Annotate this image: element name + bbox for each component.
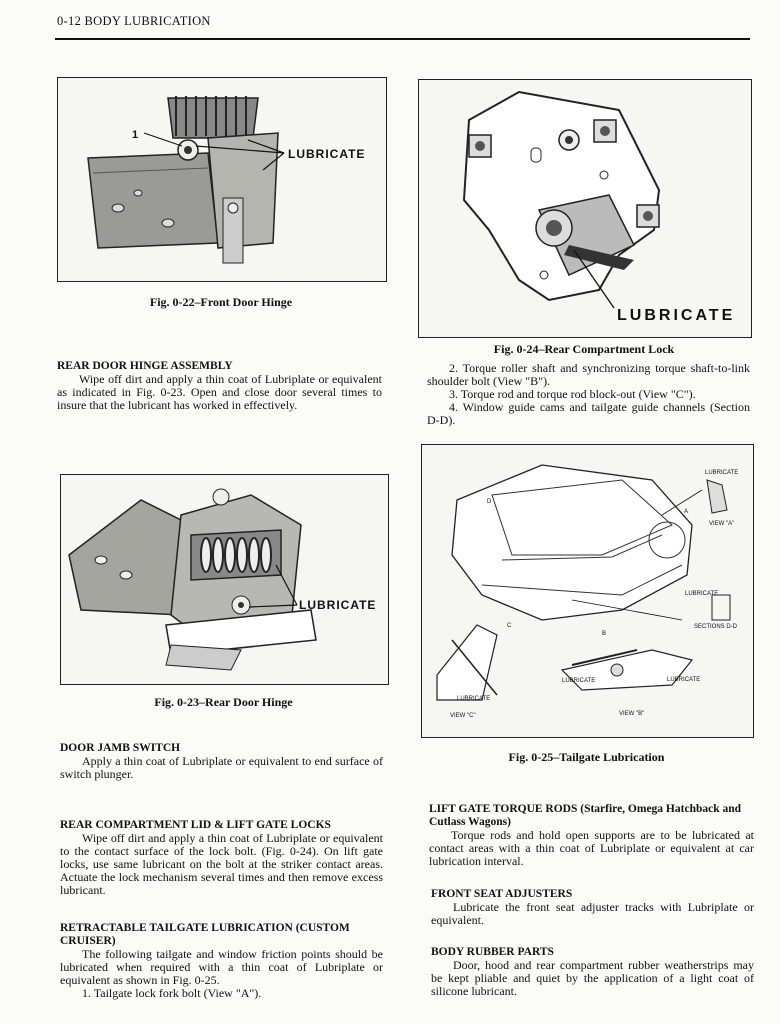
fig-24-caption: Fig. 0-24–Rear Compartment Lock [493,342,675,356]
lub-label-top: LUBRICATE [705,470,738,476]
retractable-body: The following tailgate and window fricti… [60,948,383,1000]
lift-gate-body: Torque rods and hold open supports are t… [429,829,754,868]
rubber-body: Door, hood and rear compartment rubber w… [431,959,754,998]
tailgate-items-list: 2. Torque roller shaft and synchronizing… [427,362,750,427]
rear-compartment-lock-illustration: LUBRICATE [419,80,751,337]
rear-door-hinge-text: Wipe off dirt and apply a thin coat of L… [57,372,382,412]
page-header: 0-12 BODY LUBRICATION [57,14,211,28]
sections-dd-label: SECTIONS D-D [694,624,738,630]
rear-door-hinge-illustration: LUBRICATE [61,475,388,684]
callout-1: 1 [132,129,138,141]
letter-a: A [684,509,688,515]
lubricate-label: LUBRICATE [617,307,735,324]
fig-25-caption: Fig. 0-25–Tailgate Lubrication [508,750,665,764]
letter-b: B [602,631,606,637]
rear-compartment-lock-figure: LUBRICATE [418,79,752,338]
door-jamb-text: Apply a thin coat of Lubriplate or equiv… [60,754,383,781]
lubricate-label: LUBRICATE [299,598,376,612]
tailgate-lubrication-illustration: LUBRICATE VIEW "A" A LUBRICATE SECTIONS … [422,445,753,737]
seat-heading: FRONT SEAT ADJUSTERS [431,888,573,900]
header-rule [55,38,750,40]
item-2: 2. Torque roller shaft and synchronizing… [427,361,750,388]
fig-22-caption: Fig. 0-22–Front Door Hinge [149,295,293,309]
item-4: 4. Window guide cams and tailgate guide … [427,400,750,427]
view-a-label: VIEW "A" [709,521,734,527]
lub-label-c: LUBRICATE [457,696,490,702]
lift-gate-text: Torque rods and hold open supports are t… [429,828,754,868]
view-b-label: VIEW "B" [619,711,644,717]
fig-23-caption: Fig. 0-23–Rear Door Hinge [154,695,293,709]
seat-text: Lubricate the front seat adjuster tracks… [431,900,754,927]
rear-lid-heading: REAR COMPARTMENT LID & LIFT GATE LOCKS [60,819,331,831]
door-jamb-heading: DOOR JAMB SWITCH [60,742,181,754]
item-3: 3. Torque rod and torque rod block-out (… [449,387,696,401]
letter-c: C [507,623,512,629]
tailgate-lubrication-figure: LUBRICATE VIEW "A" A LUBRICATE SECTIONS … [421,444,754,738]
lub-label-mid: LUBRICATE [685,591,718,597]
rear-door-hinge-heading: REAR DOOR HINGE ASSEMBLY [57,360,233,372]
rear-lid-body: Wipe off dirt and apply a thin coat of L… [60,832,383,897]
lub-label-b1: LUBRICATE [562,678,595,684]
seat-body: Lubricate the front seat adjuster tracks… [431,901,754,927]
item-1: 1. Tailgate lock fork bolt (View "A"). [82,986,262,1000]
front-door-hinge-illustration: 1 LUBRICATE [58,78,386,281]
front-door-hinge-figure: 1 LUBRICATE [57,77,387,282]
rear-door-hinge-figure: LUBRICATE [60,474,389,685]
rubber-text: Door, hood and rear compartment rubber w… [431,958,754,998]
retractable-heading: RETRACTABLE TAILGATE LUBRICATION (CUSTOM… [60,922,350,947]
lub-label-b2: LUBRICATE [667,677,700,683]
view-c-label: VIEW "C" [450,713,476,719]
rear-door-hinge-body: Wipe off dirt and apply a thin coat of L… [57,373,382,412]
door-jamb-body: Apply a thin coat of Lubriplate or equiv… [60,755,383,781]
retractable-text: The following tailgate and window fricti… [60,947,383,987]
lift-gate-heading: LIFT GATE TORQUE RODS (Starfire, Omega H… [429,803,742,828]
rear-lid-text: Wipe off dirt and apply a thin coat of L… [60,831,383,897]
lubricate-label: LUBRICATE [288,147,365,161]
rubber-heading: BODY RUBBER PARTS [431,946,554,958]
letter-d: D [487,499,492,505]
